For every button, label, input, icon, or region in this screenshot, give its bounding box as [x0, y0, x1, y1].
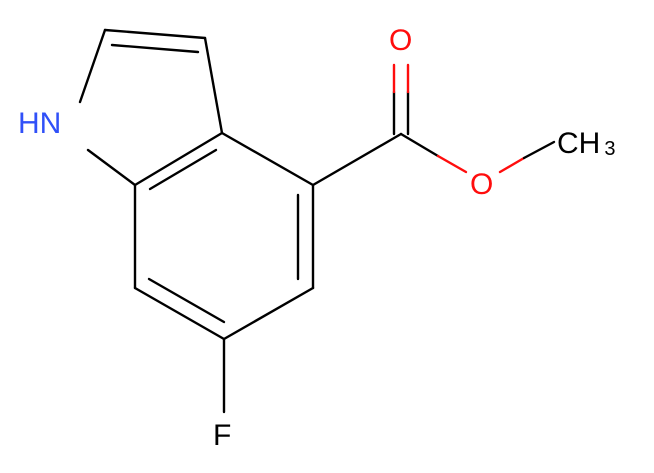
methyl-label: CH 3 [557, 127, 615, 160]
bond-oester-methyl [522, 140, 556, 160]
methyl-subscript-label: 3 [604, 138, 615, 160]
bond-c3a-c7a-inner [148, 148, 218, 191]
bond-c3a-c7a [133, 131, 224, 187]
methyl-ch-label: CH [557, 127, 600, 160]
bond-n1-c7a [86, 148, 137, 187]
nh-label: HN [18, 107, 61, 140]
ester-oxygen-label: O [470, 168, 493, 201]
bond-c2-c3-inner [110, 43, 200, 54]
bond-ccarbonyl-oester [399, 132, 440, 158]
bond-ccarbonyl-oester-red [436, 154, 468, 174]
bond-c4-ccarbonyl [311, 132, 403, 187]
bond-c2-c3 [103, 28, 207, 40]
bond-n1-c2 [78, 28, 107, 104]
carbonyl-oxygen-label: O [389, 24, 412, 57]
bond-c6-c7 [133, 286, 226, 341]
fluorine-label: F [213, 419, 231, 452]
bond-c5-c6 [222, 286, 315, 341]
bond-c3a-c4 [220, 131, 315, 187]
bond-c3-c3a [203, 36, 224, 135]
bond-c6-c7-inner [147, 277, 226, 324]
bond-oester-methyl-red [498, 156, 526, 174]
